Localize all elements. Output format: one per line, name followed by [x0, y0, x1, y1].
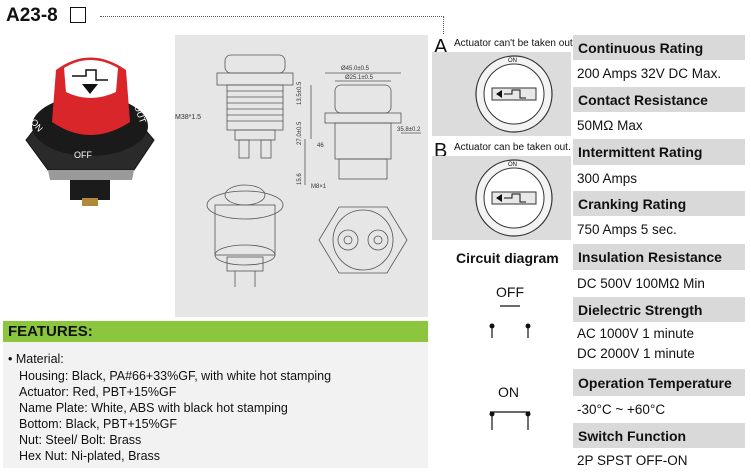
spec-value-contact-resistance: 50MΩ Max — [573, 113, 745, 138]
spec-header-dielectric-strength: Dielectric Strength — [573, 297, 745, 322]
dim-251: Ø25.1±0.5 — [345, 75, 374, 81]
select-checkbox[interactable] — [70, 7, 86, 23]
feature-line: Name Plate: White, ABS with black hot st… — [19, 401, 288, 415]
option-a-dial-on: ON — [508, 58, 517, 64]
circuit-on-symbol — [489, 411, 531, 430]
dim-m38: M38*1.5 — [175, 114, 201, 121]
model-number: A23-8 — [6, 5, 58, 26]
feature-line: Nut: Steel/ Bolt: Brass — [19, 433, 142, 447]
dim-135: 13.5±0.5 — [297, 81, 303, 105]
option-a-dial-image: ON — [475, 55, 553, 133]
spec-header-continuous-rating: Continuous Rating — [573, 35, 745, 60]
option-a-note: Actuator can't be taken out. — [454, 38, 576, 49]
spec-value-intermittent-rating: 300 Amps — [573, 166, 745, 190]
circuit-off-symbol — [489, 305, 531, 338]
spec-value-dielectric-ac: AC 1000V 1 minute — [573, 323, 745, 343]
circuit-off-label: OFF — [496, 284, 524, 300]
dim-156: 15.6 — [297, 173, 303, 185]
features-list — [3, 342, 428, 468]
photo-label-off: OFF — [74, 150, 92, 160]
spec-value-cranking-rating: 750 Amps 5 sec. — [573, 217, 745, 242]
dim-46: 46 — [317, 143, 324, 149]
spec-header-insulation-resistance: Insulation Resistance — [573, 244, 745, 270]
features-title: FEATURES: — [8, 323, 93, 340]
option-b-dial-image: ON — [475, 159, 553, 237]
product-photo: ON OFF OUT — [25, 57, 155, 206]
circuit-on-label: ON — [498, 384, 519, 400]
spec-header-switch-function: Switch Function — [573, 423, 745, 448]
spec-header-contact-resistance: Contact Resistance — [573, 87, 745, 112]
feature-line: Hex Nut: Ni-plated, Brass — [19, 449, 161, 463]
option-b-dial-on: ON — [508, 162, 517, 168]
feature-line: • Material: — [8, 352, 64, 366]
option-b-note: Actuator can be taken out. — [454, 142, 571, 153]
leader-line-vertical — [443, 16, 444, 38]
leader-line — [100, 16, 444, 17]
feature-line: Actuator: Red, PBT+15%GF — [19, 385, 177, 399]
spec-header-intermittent-rating: Intermittent Rating — [573, 139, 745, 165]
spec-value-continuous-rating: 200 Amps 32V DC Max. — [573, 61, 745, 86]
dim-m8: M8×1 — [311, 184, 327, 190]
feature-line: Housing: Black, PA#66+33%GF, with white … — [19, 369, 332, 383]
features-header-bar — [3, 321, 428, 342]
feature-line: Bottom: Black, PBT+15%GF — [19, 417, 178, 431]
spec-header-cranking-rating: Cranking Rating — [573, 191, 745, 216]
dim-270: 27.0±0.5 — [297, 121, 303, 145]
spec-value-switch-function: 2P SPST OFF-ON — [573, 449, 745, 471]
spec-value-operation-temperature: -30°C ~ +60°C — [573, 397, 745, 422]
spec-header-operation-temperature: Operation Temperature — [573, 369, 745, 396]
technical-drawing: M38*1.5 Ø45.0±0.5 Ø25.1±0.5 35.8±0.2 13.… — [175, 54, 421, 287]
dim-358: 35.8±0.2 — [397, 127, 421, 133]
spec-value-insulation-resistance: DC 500V 100MΩ Min — [573, 271, 745, 296]
spec-value-dielectric-dc: DC 2000V 1 minute — [573, 343, 745, 363]
dim-45: Ø45.0±0.5 — [341, 66, 370, 72]
circuit-diagram-title: Circuit diagram — [456, 250, 559, 266]
